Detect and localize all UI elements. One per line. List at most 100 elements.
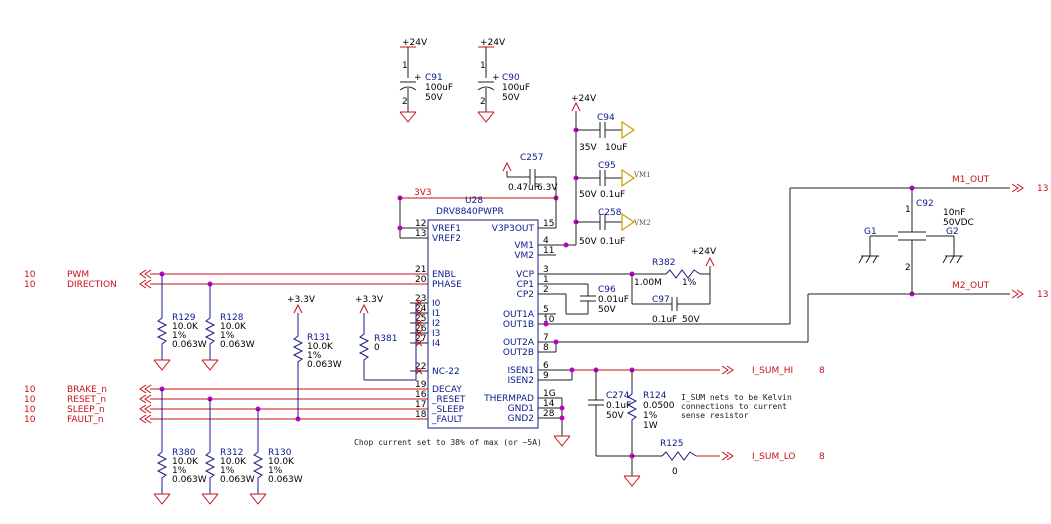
pin-number: 6 (543, 361, 549, 371)
pin-name: VM1 (514, 241, 534, 251)
svg-text:1: 1 (905, 205, 911, 215)
svg-text:50VDC: 50VDC (943, 218, 974, 228)
pin-number: 26 (415, 324, 427, 334)
pin-number: 10 (543, 315, 555, 325)
svg-text:1%: 1% (682, 278, 697, 288)
pin-number: 19 (415, 380, 427, 390)
pin-number: 18 (415, 410, 427, 420)
svg-text:10.0K: 10.0K (307, 342, 334, 352)
net-label-m2-out: M2_OUT 13 (952, 281, 1048, 300)
offpage-connector (139, 394, 152, 404)
svg-text:R128: R128 (220, 313, 244, 323)
svg-text:0.063W: 0.063W (220, 475, 255, 485)
net-3v3-label: 3V3 (414, 188, 432, 198)
svg-text:10.0K: 10.0K (220, 457, 247, 467)
motor-outputs: 1 2 C92 10nF 50VDC G1 G2 (538, 185, 1010, 353)
pin-name: I1 (432, 309, 440, 319)
pin-name: I4 (432, 339, 441, 349)
pin-name: I2 (432, 319, 440, 329)
pin-number: 28 (543, 409, 555, 419)
vm-bypass-caps: +24V C94 35V 10uF VM1 C95 50V 0.1uF VM2 … (556, 94, 651, 248)
svg-text:R124: R124 (643, 391, 667, 401)
pin-name: CP2 (517, 290, 534, 300)
c258-val: 0.1uF (600, 237, 625, 247)
svg-text:C96: C96 (598, 285, 616, 295)
net-page-ref: 13 (1037, 290, 1048, 300)
resistor-r131: +3.3V R131 10.0K 1% 0.063W (287, 295, 342, 419)
svg-text:connections to current: connections to current (681, 402, 787, 411)
pin-number: 16 (415, 390, 427, 400)
pin-number: 2 (543, 285, 549, 295)
svg-text:+24V: +24V (691, 247, 717, 257)
net-name: M2_OUT (952, 281, 990, 291)
svg-text:R125: R125 (660, 439, 683, 449)
chip-part: DRV8840PWPR (436, 207, 504, 217)
offpage-connector (139, 384, 152, 394)
c258-volt: 50V (579, 237, 597, 247)
svg-text:+: + (414, 73, 422, 83)
svg-text:1%: 1% (643, 411, 658, 421)
no-connect-mark (415, 329, 423, 337)
net-page-ref: 8 (819, 452, 825, 462)
pin-number: 5 (543, 305, 549, 315)
c257-ref: C257 (520, 153, 543, 163)
svg-text:R130: R130 (268, 448, 292, 458)
svg-text:0.063W: 0.063W (172, 340, 207, 350)
offpage-connector (721, 365, 734, 375)
svg-text:1%: 1% (307, 351, 322, 361)
pin-number: 13 (415, 229, 426, 239)
pin-number: 20 (415, 275, 427, 285)
net-page-ref: 10 (24, 280, 36, 290)
resistor-r312: R312 10.0K 1% 0.063W (201, 399, 255, 505)
cap-c91: +24V 1 + 2 C91 100uF 50V (399, 38, 453, 123)
cap-c257: C257 0.47uF 6.3V (502, 153, 559, 228)
pin-name: GND1 (508, 404, 534, 414)
pin-number: 12 (415, 219, 426, 229)
pin-number: 3 (543, 265, 549, 275)
c90-volt: 50V (502, 93, 520, 103)
pin-name: _SLEEP (431, 405, 465, 415)
net-name: I_SUM_HI (752, 366, 793, 376)
svg-text:2: 2 (480, 97, 486, 107)
svg-text:C97: C97 (652, 295, 670, 305)
charge-pump: R382 1.00M 1% +24V C97 0.1uF 50V C96 0.0… (538, 247, 717, 325)
resistor-r128: R128 10.0K 1% 0.063W (201, 284, 255, 371)
pin-name: V3P3OUT (492, 224, 535, 234)
no-connect-mark (415, 299, 423, 307)
pin-name: THERMPAD (483, 394, 534, 404)
offpage-connector (139, 269, 152, 279)
pin-number: 15 (543, 219, 554, 229)
net-name: M1_OUT (952, 175, 990, 185)
pin-number: 1 (543, 275, 549, 285)
svg-text:C92: C92 (916, 199, 934, 209)
pin-name: CP1 (517, 280, 534, 290)
svg-text:10.0K: 10.0K (268, 457, 295, 467)
pin-number: 17 (415, 400, 426, 410)
rail-label: +24V (571, 94, 597, 104)
svg-text:0.1uF: 0.1uF (652, 315, 677, 325)
net-page-ref: 10 (24, 395, 36, 405)
svg-text:R129: R129 (172, 313, 196, 323)
pin-number: 22 (415, 362, 426, 372)
net-label-m1-out: M1_OUT 13 (952, 175, 1048, 194)
c94-ref: C94 (597, 113, 615, 123)
no-connect-mark (415, 319, 423, 327)
resistor-r129: R129 10.0K 1% 0.063W (153, 274, 207, 371)
svg-text:1%: 1% (172, 466, 187, 476)
net-page-ref: 13 (1037, 184, 1048, 194)
